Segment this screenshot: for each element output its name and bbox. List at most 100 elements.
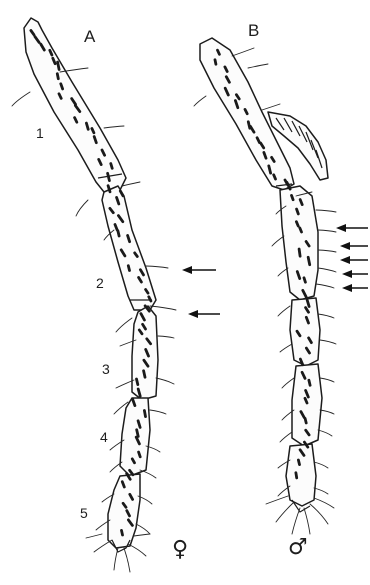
sensillum-mark (296, 473, 297, 478)
sensillum-mark (215, 60, 216, 64)
segment-label-5: 5 (80, 505, 88, 521)
sensillum-mark (298, 460, 299, 465)
seta (318, 230, 336, 232)
sensillum-mark (245, 109, 247, 113)
panel-b-arrow-5 (342, 284, 368, 292)
sensillum-mark (94, 137, 96, 143)
seta (86, 534, 102, 538)
panel-a-arrow-1 (182, 266, 216, 274)
seta (282, 378, 294, 388)
seta (314, 488, 328, 494)
seta (156, 378, 174, 384)
seta (134, 534, 150, 536)
seta (140, 470, 156, 478)
segment-label-2: 2 (96, 275, 104, 291)
sensillum-mark (144, 371, 145, 377)
seta (304, 508, 310, 534)
sensillum-mark (300, 200, 302, 205)
seta (150, 410, 166, 414)
seta (280, 344, 292, 352)
panel-b-arrow-1 (336, 224, 368, 232)
seta (318, 314, 334, 318)
male-symbol: ♂ (288, 535, 308, 560)
seta (150, 306, 176, 310)
sensillum-mark (146, 290, 148, 294)
panel-label-b: B (248, 21, 259, 40)
sensillum-mark (86, 123, 88, 129)
sensillum-mark (296, 222, 298, 226)
sensillum-mark (292, 195, 294, 199)
seta (266, 496, 288, 504)
sensillum-mark (61, 84, 63, 89)
seta (194, 96, 206, 106)
sensillum-mark (269, 166, 271, 173)
panel-a-arrow-2 (188, 310, 220, 318)
sensillum-mark (122, 530, 123, 535)
seta (262, 104, 280, 110)
panel-label-a: A (84, 27, 96, 46)
seta (76, 200, 88, 216)
panel-b-arrow-4 (342, 270, 368, 278)
panel-b-arrows (336, 224, 368, 292)
seta (318, 250, 336, 252)
sensillum-mark (139, 452, 141, 457)
sensillum-mark (307, 300, 309, 306)
seta (316, 210, 336, 212)
sensillum-mark (144, 411, 145, 417)
sensillum-mark (305, 418, 306, 423)
seta (122, 182, 140, 186)
sensillum-mark (264, 153, 266, 159)
seta (232, 48, 254, 56)
sensillum-mark (59, 94, 61, 99)
sensillum-mark (122, 482, 124, 487)
sensillum-mark (132, 459, 134, 463)
seta (320, 378, 334, 382)
sensillum-mark (304, 278, 305, 282)
sensillum-mark (138, 421, 140, 428)
seta (318, 268, 336, 272)
seta (318, 430, 332, 436)
seta (104, 126, 124, 128)
seta (310, 504, 328, 524)
segment-label-1: 1 (36, 125, 44, 141)
sensillum-mark (274, 175, 276, 179)
sensillum-mark (50, 50, 52, 55)
female-symbol: ♀ (172, 537, 188, 562)
sensillum-mark (57, 74, 58, 79)
sensillum-mark (128, 235, 130, 241)
seta (136, 524, 150, 534)
sensillum-mark (300, 228, 302, 232)
seta (158, 336, 174, 338)
sensillum-mark (299, 249, 300, 256)
seta (94, 540, 112, 552)
seta (314, 498, 334, 508)
panel-b-arrow-2 (340, 242, 368, 250)
seta (316, 284, 334, 288)
seta (320, 410, 334, 414)
sensillum-mark (108, 173, 110, 180)
seta (146, 266, 168, 268)
sensillum-mark (75, 118, 77, 123)
sensillum-mark (137, 379, 138, 385)
seta (12, 92, 30, 106)
seta (248, 64, 268, 68)
sensillum-mark (58, 62, 60, 69)
panel-a-arrows (182, 266, 220, 318)
sensillum-mark (308, 257, 310, 264)
seta (292, 508, 300, 534)
seta (278, 268, 288, 276)
sensillum-mark (108, 186, 110, 192)
sensillum-mark (128, 266, 129, 271)
seta (276, 502, 294, 522)
panel-b-arrow-3 (340, 256, 368, 264)
seta (124, 548, 130, 572)
sensillum-mark (111, 164, 112, 169)
seta (272, 236, 284, 246)
seta (280, 432, 292, 442)
sensillum-mark (92, 129, 94, 133)
panel-a (24, 18, 158, 552)
sensillum-mark (149, 297, 151, 301)
seta (116, 318, 132, 332)
seta (114, 548, 118, 570)
